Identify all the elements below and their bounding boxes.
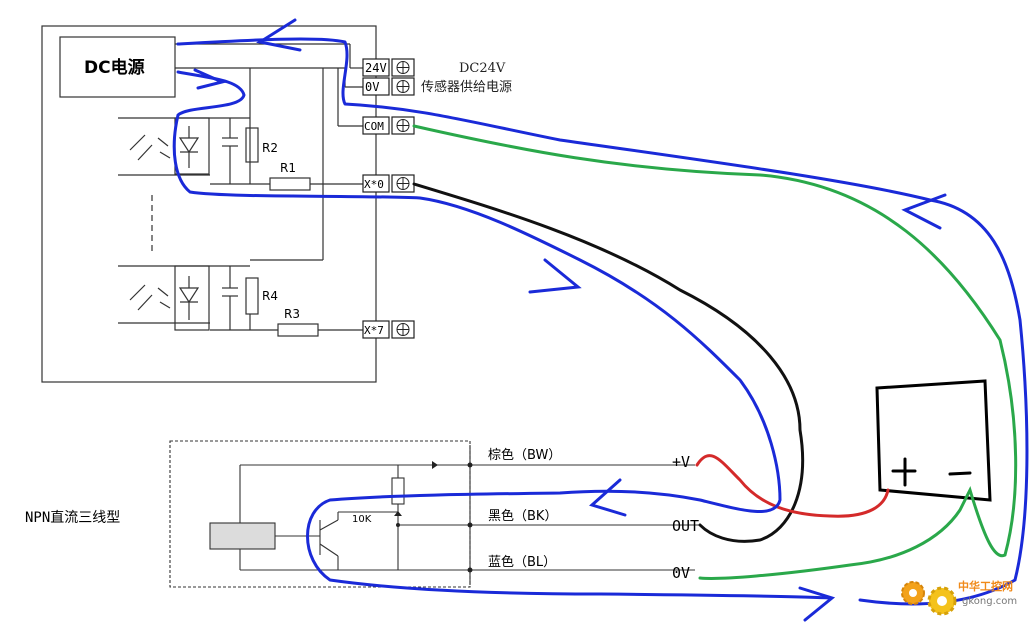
resistor-r3 — [277, 323, 319, 337]
sensor-element — [209, 522, 276, 550]
plc-input-module — [41, 25, 377, 383]
terminal-24v — [362, 58, 390, 77]
battery-box — [875, 379, 992, 502]
sensor-outline — [169, 440, 471, 588]
terminal-label-0v-sensor: 0V — [672, 564, 690, 582]
arrow-icon — [528, 258, 582, 294]
terminal-0v — [362, 77, 390, 96]
sensor-diodes — [394, 461, 438, 516]
label-r3: R3 — [284, 307, 300, 321]
arrow-icon — [589, 478, 627, 517]
current-path-blue — [172, 37, 1029, 606]
wire-label-black: 黑色（BK） — [488, 508, 557, 524]
terminal-x0 — [362, 174, 390, 193]
sensor-nodes — [396, 462, 473, 573]
opto-diode-7 — [129, 276, 200, 320]
sensor-resistor-value: 10K — [352, 514, 372, 525]
wire-label-brown: 棕色（BW） — [488, 447, 561, 463]
resistor-r1 — [269, 177, 311, 191]
arrow-icon — [193, 68, 227, 90]
optocoupler-0 — [174, 117, 210, 175]
terminal-label-x7: X*7 — [364, 324, 384, 337]
dc-supply-box — [59, 36, 176, 98]
label-r2: R2 — [262, 141, 278, 155]
label-r4: R4 — [262, 289, 278, 303]
sensor-title: NPN直流三线型 — [25, 509, 120, 526]
module-outline — [41, 25, 377, 383]
terminal-x7 — [362, 320, 390, 339]
com-wire-green — [412, 124, 1018, 580]
resistor-r2 — [245, 127, 259, 163]
arrow-icon — [901, 193, 947, 230]
signal-wire-black — [412, 182, 805, 543]
terminal-label-x0: X*0 — [364, 178, 384, 191]
supply-note-line2: 传感器供给电源 — [421, 79, 512, 95]
watermark-url: gkong.com — [962, 596, 1017, 607]
watermark-text: 中华工控网 — [958, 579, 1013, 593]
screw-icons — [396, 61, 410, 336]
arrow-icon — [256, 18, 302, 52]
arrow-icon — [798, 586, 836, 622]
wire-label-blue: 蓝色（BL） — [488, 554, 556, 570]
terminal-label-24v: 24V — [365, 61, 387, 75]
resistor-r4 — [245, 277, 259, 315]
watermark-logo: 中华工控网 gkong.com — [901, 579, 1017, 616]
terminal-label-out: OUT — [672, 517, 699, 535]
supply-note-line1: DC24V — [459, 61, 506, 76]
current-arrows — [193, 18, 947, 622]
terminal-label-0v: 0V — [365, 80, 379, 94]
terminal-com — [362, 116, 390, 135]
terminal-label-plus-v: +V — [672, 453, 690, 471]
label-r1: R1 — [280, 161, 296, 175]
optocoupler-7 — [174, 265, 210, 331]
terminal-label-com: COM — [364, 120, 384, 133]
opto-diode-0 — [129, 126, 200, 168]
dc-supply-label: DC电源 — [84, 57, 145, 78]
pullup-resistor — [391, 477, 405, 505]
